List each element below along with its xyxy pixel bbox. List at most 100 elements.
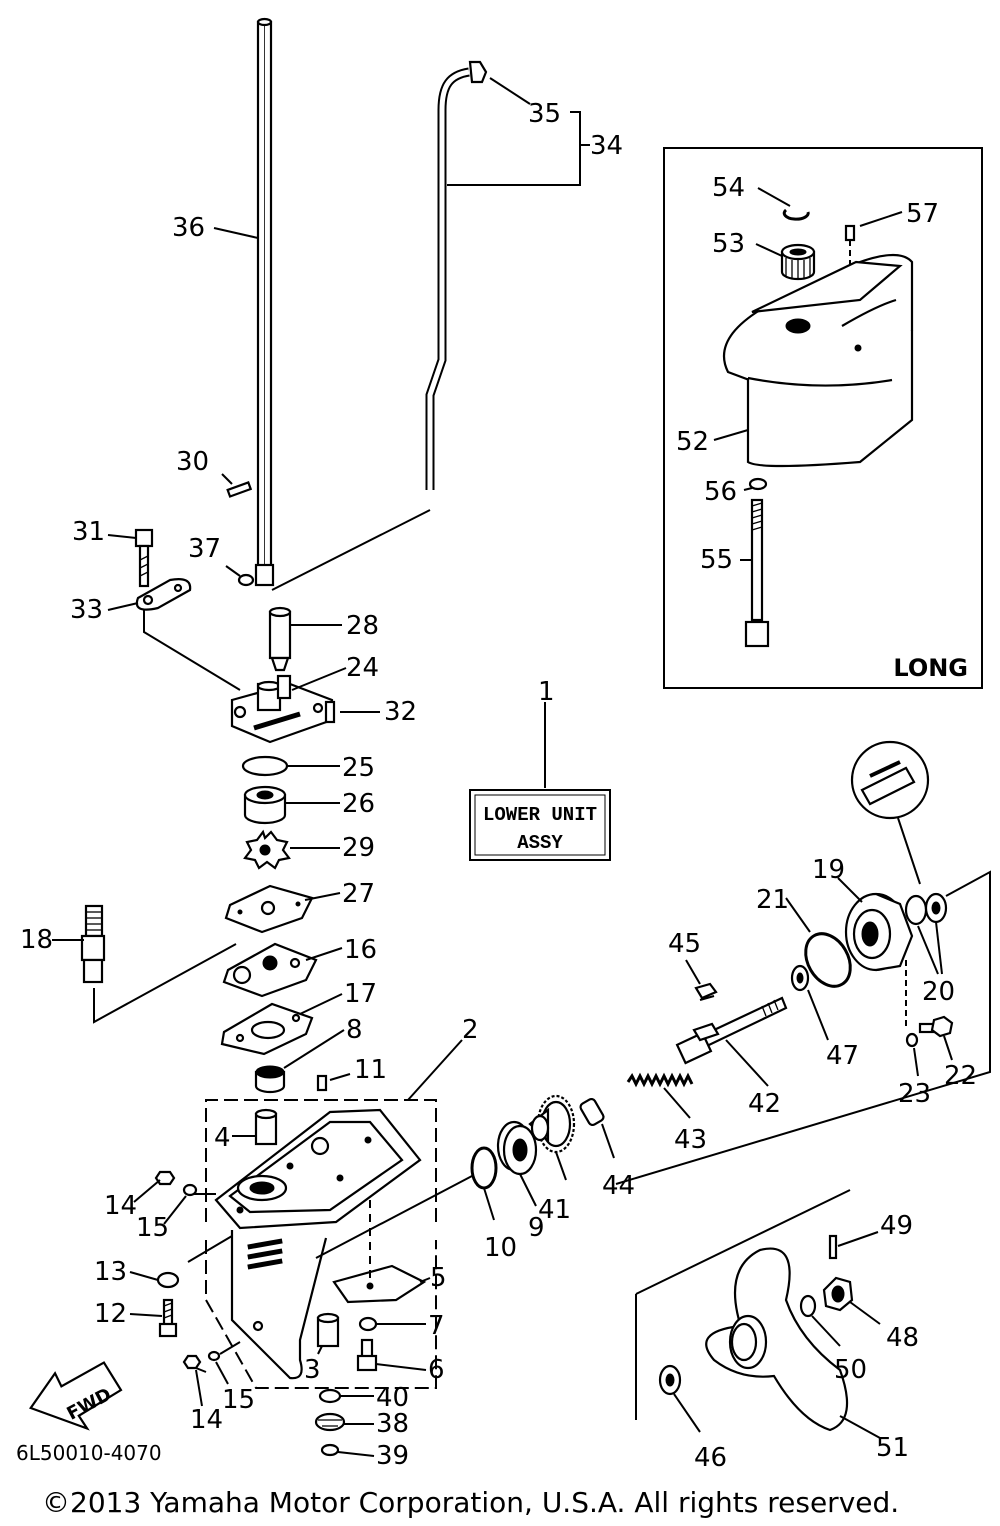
washer-50: [799, 1294, 817, 1318]
callout-52: 52: [676, 427, 709, 457]
clip-45: [694, 982, 718, 1002]
nut-39: [320, 1443, 340, 1457]
callout-33: 33: [70, 595, 103, 625]
housing-24: [230, 674, 334, 744]
impeller-29: [243, 829, 291, 870]
callout-38: 38: [376, 1409, 409, 1439]
callout-2: 2: [462, 1015, 479, 1045]
washer-47: [790, 964, 810, 992]
seal-8: [254, 1065, 286, 1094]
callout-27: 27: [342, 879, 375, 909]
callout-57: 57: [906, 199, 939, 229]
callout-22: 22: [944, 1061, 977, 1091]
callout-4: 4: [214, 1123, 231, 1153]
cartridge-16: [222, 942, 318, 998]
bolt-14-lower: [182, 1354, 202, 1370]
callout-56: 56: [704, 477, 737, 507]
callout-43: 43: [674, 1125, 707, 1155]
callout-10: 10: [484, 1233, 517, 1263]
callout-21: 21: [756, 885, 789, 915]
bolt-31: [134, 528, 154, 588]
assembly-outline-bottom: [205, 1240, 437, 1389]
pinion-38: [314, 1412, 346, 1432]
lower-casing: [214, 1108, 422, 1380]
washer-13: [156, 1271, 180, 1289]
circlip-54: [782, 208, 810, 221]
leader-36: [213, 227, 259, 239]
propeller-51: [705, 1247, 849, 1432]
callout-25: 25: [342, 753, 375, 783]
washer-15-lower: [207, 1350, 221, 1362]
anode-plate-5: [332, 1264, 427, 1304]
callout-49: 49: [880, 1211, 913, 1241]
washer-37: [237, 573, 255, 587]
spring-43: [626, 1072, 694, 1088]
bearing-9: [496, 1120, 538, 1176]
callout-35: 35: [528, 99, 561, 129]
callout-32: 32: [384, 697, 417, 727]
callout-28: 28: [346, 611, 379, 641]
callout-23: 23: [898, 1079, 931, 1109]
o-ring-21: [804, 932, 852, 988]
connector-28: [268, 606, 292, 672]
grease-icon: [850, 740, 930, 820]
callout-45: 45: [668, 929, 701, 959]
callout-39: 39: [376, 1441, 409, 1471]
washer-15-upper: [182, 1183, 198, 1197]
leader-35: [489, 77, 531, 105]
bolt-12: [158, 1298, 178, 1338]
bolt-6: [356, 1338, 378, 1372]
callout-30: 30: [176, 447, 209, 477]
shift-rod: [425, 60, 488, 490]
fwd-arrow-icon: FWD: [28, 1361, 123, 1431]
callout-36: 36: [172, 213, 205, 243]
spacer-46: [658, 1364, 682, 1396]
callout-55: 55: [700, 545, 733, 575]
lower-unit-assy-label: LOWER UNIT ASSY: [469, 789, 611, 861]
bolt-14-upper: [154, 1170, 176, 1186]
washer-7: [358, 1316, 378, 1332]
callout-50: 50: [834, 1355, 867, 1385]
plate-33: [135, 578, 192, 611]
bushing-3: [316, 1312, 340, 1348]
callout-18: 18: [20, 925, 53, 955]
long-version-box: [663, 147, 983, 689]
washer-40: [318, 1388, 342, 1404]
copyright-text: ©2013 Yamaha Motor Corporation, U.S.A. A…: [42, 1486, 899, 1519]
insert-cartridge-26: [243, 785, 287, 825]
bolt-55: [744, 498, 770, 648]
callout-9: 9: [528, 1213, 545, 1243]
pin-30: [226, 481, 253, 498]
shim-10: [470, 1146, 498, 1190]
callout-7: 7: [428, 1311, 445, 1341]
assembly-outline-top: [205, 1099, 437, 1222]
callout-6: 6: [428, 1355, 445, 1385]
callout-24: 24: [346, 653, 379, 683]
leader-34-bracket: [447, 111, 581, 186]
callout-42: 42: [748, 1089, 781, 1119]
callout-12: 12: [94, 1299, 127, 1329]
callout-46: 46: [694, 1443, 727, 1473]
seals-20: [904, 892, 948, 926]
callout-51: 51: [876, 1433, 909, 1463]
pin-11: [316, 1074, 328, 1092]
housing-19: [844, 892, 914, 972]
pin-44: [579, 1097, 605, 1127]
callout-8: 8: [346, 1015, 363, 1045]
nut-48: [822, 1276, 854, 1312]
callout-15a: 15: [136, 1213, 169, 1243]
long-label: LONG: [893, 654, 968, 682]
o-ring-25: [241, 755, 289, 777]
callout-15b: 15: [222, 1385, 255, 1415]
drive-shaft: [254, 17, 275, 587]
callout-47: 47: [826, 1041, 859, 1071]
callout-20: 20: [922, 977, 955, 1007]
propeller-shaft-42: [675, 996, 788, 1065]
plate-27: [224, 884, 314, 934]
callout-29: 29: [342, 833, 375, 863]
forward-gear-41: [528, 1094, 576, 1154]
callout-54: 54: [712, 173, 745, 203]
bolt-22: [918, 1015, 954, 1038]
callout-14a: 14: [104, 1191, 137, 1221]
